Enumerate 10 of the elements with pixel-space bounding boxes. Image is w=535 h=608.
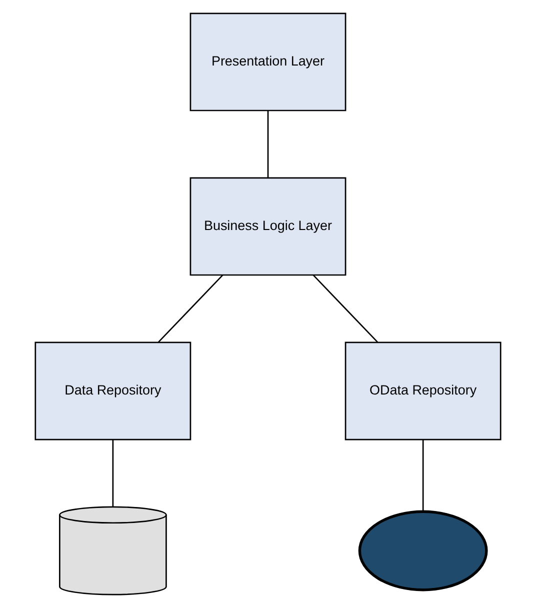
- connector: [112, 440, 114, 507]
- connector: [422, 440, 424, 512]
- node-cloud: [358, 510, 488, 592]
- connector: [312, 274, 378, 343]
- node-box: OData Repository: [344, 342, 501, 440]
- connector: [158, 274, 223, 343]
- connector: [266, 110, 268, 178]
- node-box: Data Repository: [34, 342, 191, 440]
- node-box: Presentation Layer: [189, 12, 346, 112]
- node-box: Business Logic Layer: [189, 177, 346, 276]
